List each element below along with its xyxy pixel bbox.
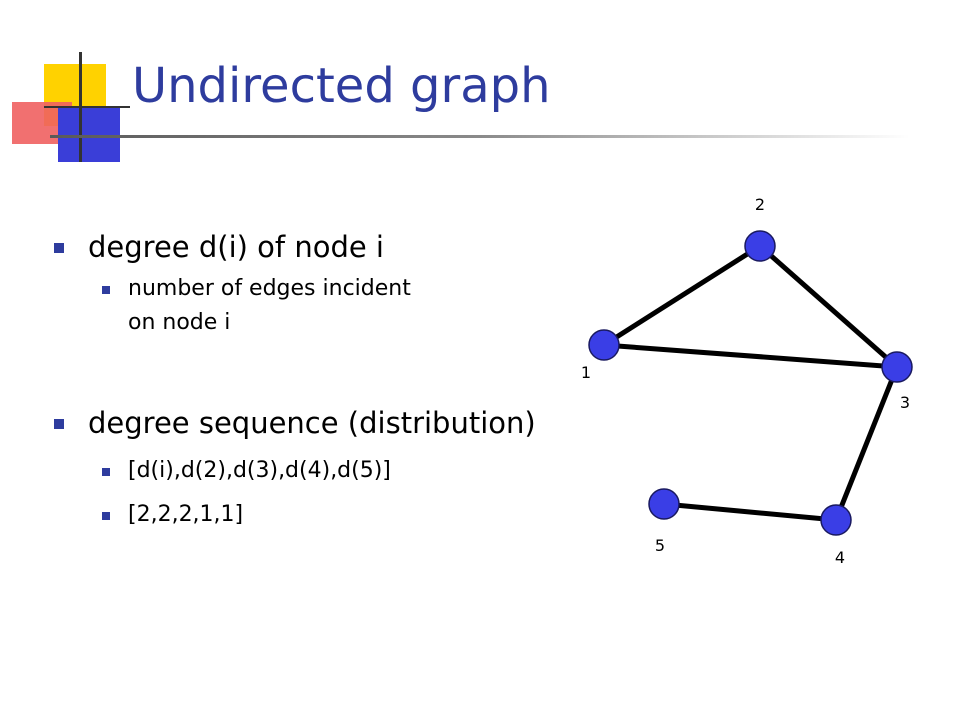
node-4	[820, 504, 852, 536]
bullet-degree-sequence: degree sequence (distribution)	[52, 404, 612, 442]
node-3	[881, 351, 913, 383]
subbullet-sequence-values: [2,2,2,1,1]	[100, 498, 612, 532]
node-label-1: 1	[581, 363, 591, 382]
bullet-degree: degree d(i) of node i	[52, 228, 612, 266]
slide-title: Undirected graph	[132, 58, 551, 114]
edge-1-3	[603, 342, 898, 370]
node-label-2: 2	[755, 195, 765, 214]
subbullet-sequence-formula: [d(i),d(2),d(3),d(4),d(5)]	[100, 454, 612, 488]
node-2	[744, 230, 776, 262]
deco-horizontal-line	[44, 106, 130, 108]
deco-blue-square	[58, 106, 120, 162]
node-label-5: 5	[655, 536, 665, 555]
edge-3-4	[833, 366, 900, 521]
title-underline	[50, 135, 910, 138]
node-5	[648, 488, 680, 520]
edge-5-4	[663, 501, 837, 523]
node-label-3: 3	[900, 393, 910, 412]
node-1	[588, 329, 620, 361]
edge-2-3	[758, 244, 899, 369]
subbullet-degree-definition: number of edges incident on node i	[100, 272, 428, 340]
node-label-4: 4	[835, 548, 845, 567]
edge-1-2	[602, 243, 762, 348]
bullet-list: degree d(i) of node i number of edges in…	[52, 228, 612, 532]
